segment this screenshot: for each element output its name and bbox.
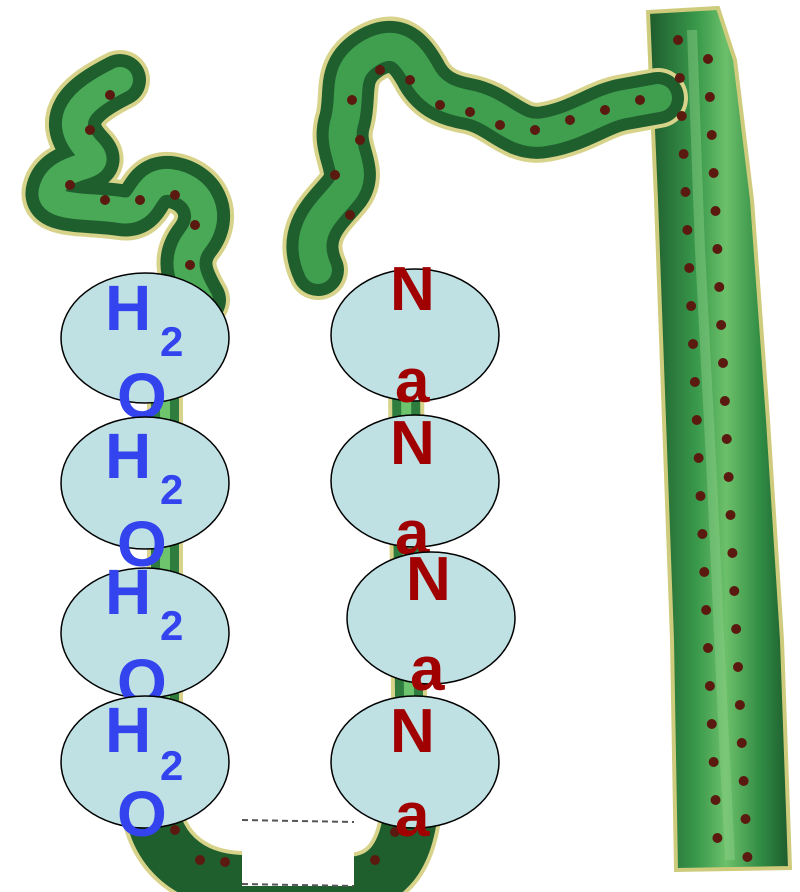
granule-dot xyxy=(718,358,728,368)
granule-dot xyxy=(675,73,685,83)
sodium-symbol-top: N xyxy=(406,545,451,614)
granule-dot xyxy=(692,415,702,425)
proximal-convoluted-tubule xyxy=(51,80,204,300)
granule-dot xyxy=(690,377,700,387)
granule-dot xyxy=(709,757,719,767)
water-symbol-subscript: 2 xyxy=(160,602,183,649)
granule-dot xyxy=(105,90,115,100)
granule-dot xyxy=(100,195,110,205)
sodium-ion-3: N a xyxy=(347,545,515,704)
granule-dot xyxy=(703,643,713,653)
granule-dot xyxy=(720,396,730,406)
granule-dot xyxy=(686,301,696,311)
granule-dot xyxy=(741,814,751,824)
distal-convoluted-tubule xyxy=(312,47,658,270)
sodium-symbol-bottom: a xyxy=(410,635,445,704)
water-symbol-subscript: 2 xyxy=(160,318,183,365)
granule-dot xyxy=(681,187,691,197)
water-molecule-1: H 2 O xyxy=(61,272,229,432)
granule-dot xyxy=(701,605,711,615)
granule-dot xyxy=(688,339,698,349)
granule-dot xyxy=(220,857,230,867)
granule-dot xyxy=(635,95,645,105)
granule-dot xyxy=(739,776,749,786)
granule-dot xyxy=(677,111,687,121)
sodium-symbol-top: N xyxy=(390,409,435,478)
water-symbol-element: H xyxy=(105,420,151,492)
water-column: H 2 O H 2 O H 2 O H 2 O xyxy=(61,272,229,850)
granule-dot xyxy=(495,120,505,130)
granule-dot xyxy=(673,35,683,45)
granule-dot xyxy=(707,130,717,140)
granule-dot xyxy=(565,115,575,125)
granule-dot xyxy=(699,567,709,577)
granule-dot xyxy=(735,700,745,710)
granule-dot xyxy=(405,75,415,85)
water-molecule-4: H 2 O xyxy=(61,694,229,850)
granule-dot xyxy=(135,195,145,205)
sodium-ion-1: N a xyxy=(331,255,499,416)
granule-dot xyxy=(705,681,715,691)
water-symbol-element: H xyxy=(105,694,151,766)
granule-dot xyxy=(370,855,380,865)
granule-dot xyxy=(716,320,726,330)
granule-dot xyxy=(705,92,715,102)
granule-dot xyxy=(465,107,475,117)
granule-dot xyxy=(714,282,724,292)
granule-dot xyxy=(347,95,357,105)
granule-dot xyxy=(724,472,734,482)
granule-dot xyxy=(170,190,180,200)
granule-dot xyxy=(742,852,752,862)
granule-dot xyxy=(435,100,445,110)
granule-dot xyxy=(703,54,713,64)
water-symbol-element: H xyxy=(105,556,151,628)
granule-dot xyxy=(729,586,739,596)
sodium-symbol-bottom: a xyxy=(395,781,430,850)
sodium-symbol-bottom: a xyxy=(395,347,430,416)
granule-dot xyxy=(712,244,722,254)
sodium-ion-4: N a xyxy=(331,696,499,850)
granule-dot xyxy=(731,624,741,634)
granule-dot xyxy=(694,453,704,463)
granule-dot xyxy=(530,125,540,135)
granule-dot xyxy=(709,168,719,178)
granule-dot xyxy=(697,529,707,539)
granule-dot xyxy=(727,548,737,558)
granule-dot xyxy=(722,434,732,444)
granule-dot xyxy=(185,260,195,270)
granule-dot xyxy=(679,149,689,159)
sodium-symbol-top: N xyxy=(390,255,435,324)
granule-dot xyxy=(737,738,747,748)
granule-dot xyxy=(707,719,717,729)
granule-dot xyxy=(682,225,692,235)
water-symbol-tail: O xyxy=(117,778,167,850)
granule-dot xyxy=(345,210,355,220)
sodium-symbol-top: N xyxy=(390,697,435,766)
granule-dot xyxy=(85,125,95,135)
water-symbol-element: H xyxy=(105,272,151,344)
granule-dot xyxy=(190,220,200,230)
granule-dot xyxy=(733,662,743,672)
granule-dot xyxy=(330,170,340,180)
granule-dot xyxy=(65,180,75,190)
granule-dot xyxy=(355,135,365,145)
granule-dot xyxy=(711,206,721,216)
granule-dot xyxy=(195,855,205,865)
granule-dot xyxy=(684,263,694,273)
collecting-duct xyxy=(648,8,790,870)
granule-dot xyxy=(712,833,722,843)
granule-dot xyxy=(711,795,721,805)
granule-dot xyxy=(170,825,180,835)
granule-dot xyxy=(600,105,610,115)
water-symbol-subscript: 2 xyxy=(160,466,183,513)
granule-dot xyxy=(375,65,385,75)
granule-dot xyxy=(726,510,736,520)
sodium-column: N a N a N a N a xyxy=(331,255,515,850)
granule-dot xyxy=(696,491,706,501)
